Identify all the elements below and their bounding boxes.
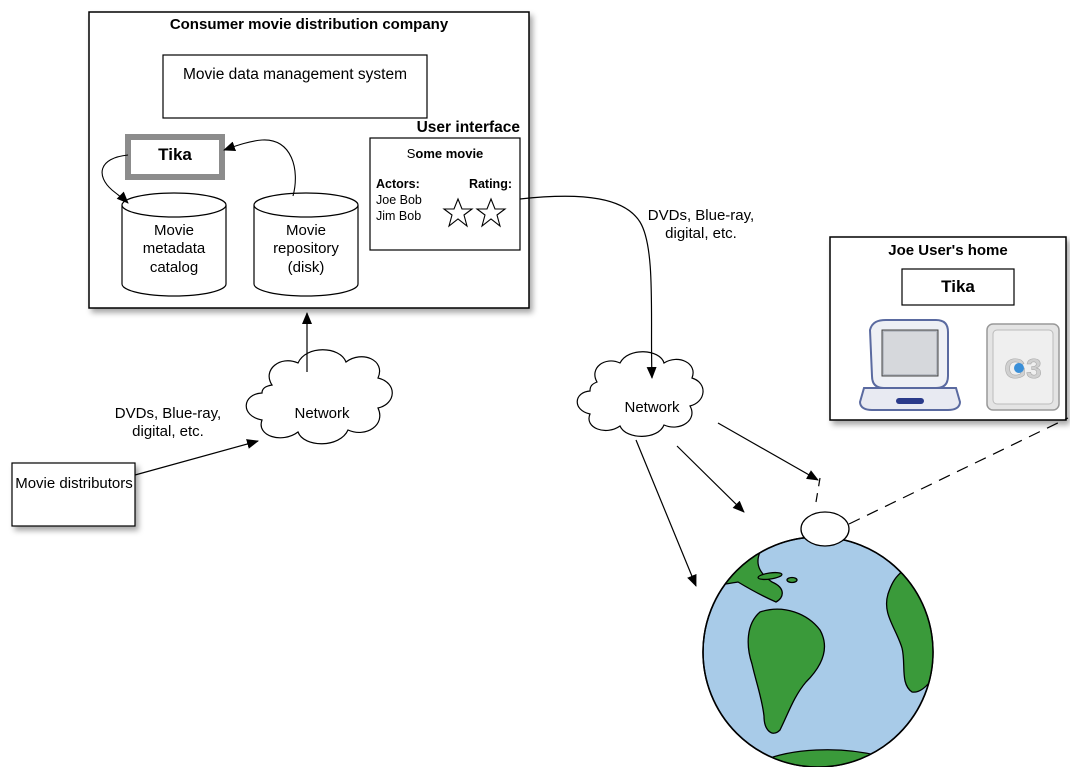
computer-2-icon: G3: [986, 323, 1060, 411]
distributors-box: [11, 462, 136, 527]
tika-to-catalog-arrow: [101, 154, 129, 204]
left-network-label: Network: [294, 405, 350, 422]
ui-box: [369, 137, 521, 251]
callout-line-1: [815, 477, 821, 503]
distributors-label: Movie distributors: [15, 475, 133, 492]
star-icon: [475, 197, 507, 228]
home-tika-label: Tika: [941, 277, 975, 296]
company-title: Consumer movie distribution company: [169, 16, 449, 33]
home-tika-box: [901, 268, 1015, 306]
callout-line-2: [848, 417, 1069, 525]
catalog-label: Movie metadata catalog: [142, 222, 206, 276]
right-media-label: DVDs, Blue-ray, digital, etc.: [647, 207, 755, 243]
movie-title-initial: S: [406, 146, 416, 161]
repository-cylinder: [253, 192, 359, 297]
company-to-network-arrow: [519, 195, 657, 379]
rating-stars: [442, 197, 507, 228]
left-network-cloud: [245, 349, 393, 445]
right-network-label: Network: [624, 399, 680, 416]
repository-to-tika-arrow: [223, 139, 296, 197]
mgmt-system-box: [162, 54, 428, 119]
home-title: Joe User's home: [888, 242, 1008, 259]
tika-label: Tika: [158, 145, 192, 164]
left-media-label: DVDs, Blue-ray, digital, etc.: [114, 405, 222, 441]
network-to-globe-arrow-3: [717, 422, 819, 481]
star-icon: [442, 197, 474, 228]
actor-2: Jim Bob: [376, 209, 422, 223]
rating-header: Rating:: [468, 177, 512, 191]
network-to-globe-arrow-1: [635, 439, 697, 587]
ui-title: User interface: [416, 119, 520, 136]
mgmt-system-label: Movie data management system: [183, 66, 407, 83]
actor-1: Joe Bob: [376, 193, 422, 207]
movie-title-rest: ome movie: [415, 146, 484, 161]
movie-title: Some movie: [370, 146, 520, 162]
home-location-marker: [800, 511, 850, 547]
distributors-to-network-arrow: [134, 439, 259, 476]
g3-badge: G3: [1004, 353, 1041, 384]
right-network-cloud: [576, 351, 704, 437]
tika-box: [125, 134, 225, 180]
actors-header: Actors:: [376, 177, 420, 191]
computer-1-icon: [858, 319, 962, 411]
catalog-cylinder: [121, 192, 227, 297]
repository-label: Movie repository (disk): [273, 222, 339, 276]
network-to-globe-arrow-2: [676, 445, 745, 513]
